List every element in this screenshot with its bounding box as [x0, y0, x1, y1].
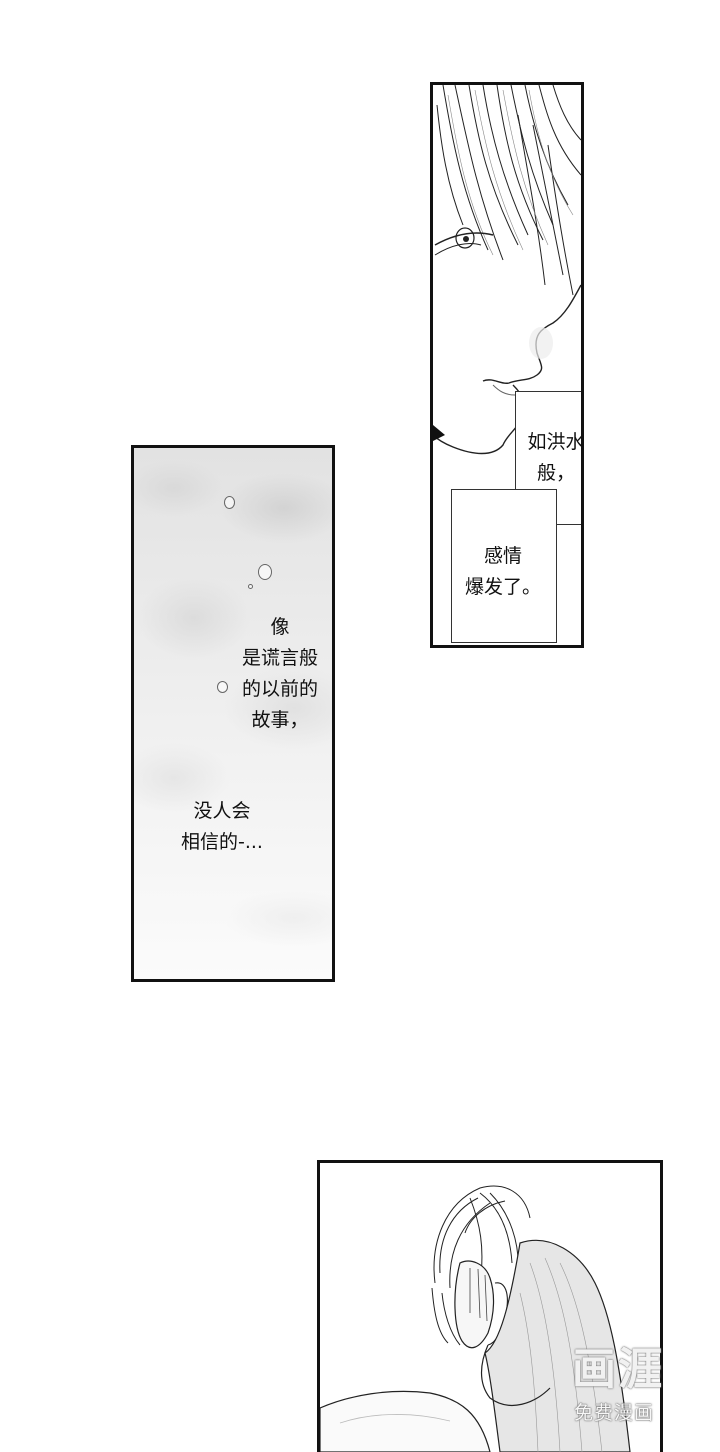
- manga-panel-closeup: 如洪水 般， 感情 爆发了。: [430, 82, 584, 648]
- bubble-decoration: [248, 584, 253, 589]
- watermark: 画涯 免费漫画: [566, 1344, 696, 1440]
- bubble-decoration: [217, 681, 228, 693]
- watermark-logo: 画涯: [572, 1344, 664, 1395]
- caption-text: 感情 爆发了。: [464, 545, 541, 598]
- manga-panel-mist: 像 是谎言般 的以前的 故事， 没人会 相信的-...: [131, 445, 335, 982]
- caption-box: [451, 489, 557, 643]
- caption-text: 如洪水 般，: [527, 431, 584, 484]
- figure-illustration: [320, 1185, 631, 1452]
- closeup-face-illustration: [433, 85, 581, 455]
- bubble-decoration: [224, 496, 235, 509]
- manga-panel-figure: [317, 1160, 663, 1452]
- watermark-text: 免费漫画: [574, 1402, 655, 1424]
- caption-text: 像 是谎言般 的以前的 故事，: [241, 616, 318, 731]
- bubble-decoration: [258, 564, 272, 580]
- caption-text: 没人会 相信的-...: [181, 800, 263, 853]
